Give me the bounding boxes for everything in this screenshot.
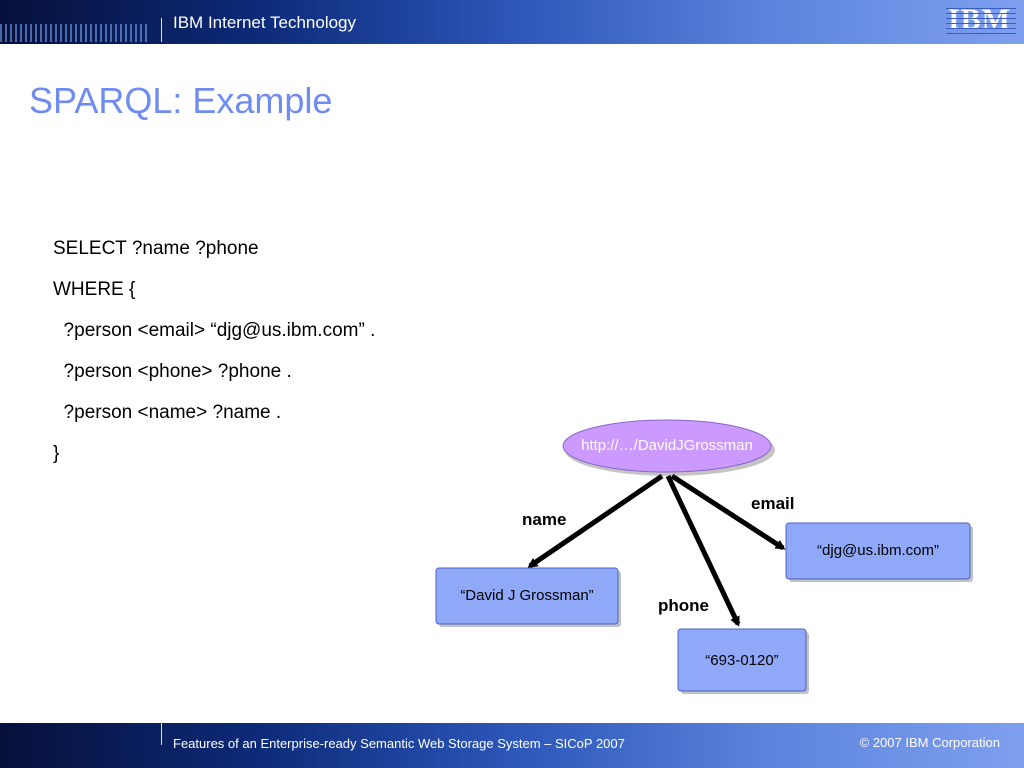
header-separator (161, 18, 162, 42)
subject-node (562, 419, 772, 473)
sparql-query: SELECT ?name ?phone WHERE { ?person <ema… (53, 236, 375, 482)
slide-title: SPARQL: Example (29, 80, 333, 121)
header-bar: IBM Internet Technology IBM (0, 0, 1024, 44)
object-node-name-label: “David J Grossman” (460, 587, 594, 604)
object-node-email-label: “djg@us.ibm.com” (817, 542, 939, 559)
query-line: ?person <email> “djg@us.ibm.com” . (53, 320, 376, 341)
footer-text: Features of an Enterprise-ready Semantic… (173, 736, 625, 751)
header-decoration (0, 24, 150, 42)
query-line: ?person <name> ?name . (53, 402, 282, 423)
ibm-logo-text: IBM (948, 3, 1011, 36)
edge-arrow-email (670, 473, 786, 551)
ibm-logo: IBM (946, 5, 1016, 35)
subject-node-label: http://…/DavidJGrossman (581, 437, 753, 454)
object-node-email (785, 522, 971, 580)
edge-label-phone: phone (658, 596, 709, 615)
query-line: } (53, 443, 60, 464)
object-node-name (435, 567, 619, 625)
edge-arrow-phone (665, 474, 741, 627)
object-node-phone (677, 628, 807, 692)
query-line: SELECT ?name ?phone (53, 238, 259, 259)
footer-separator (161, 723, 162, 745)
edge-arrow-name (527, 473, 664, 569)
edge-label-name: name (522, 510, 567, 529)
query-line: ?person <phone> ?phone . (53, 361, 292, 382)
header-title: IBM Internet Technology (173, 13, 357, 32)
query-line: WHERE { (53, 279, 136, 300)
object-node-phone-label: “693-0120” (705, 652, 779, 669)
footer-bar: Features of an Enterprise-ready Semantic… (0, 723, 1024, 768)
footer-copyright: © 2007 IBM Corporation (859, 735, 1000, 750)
edge-label-email: email (751, 494, 795, 513)
